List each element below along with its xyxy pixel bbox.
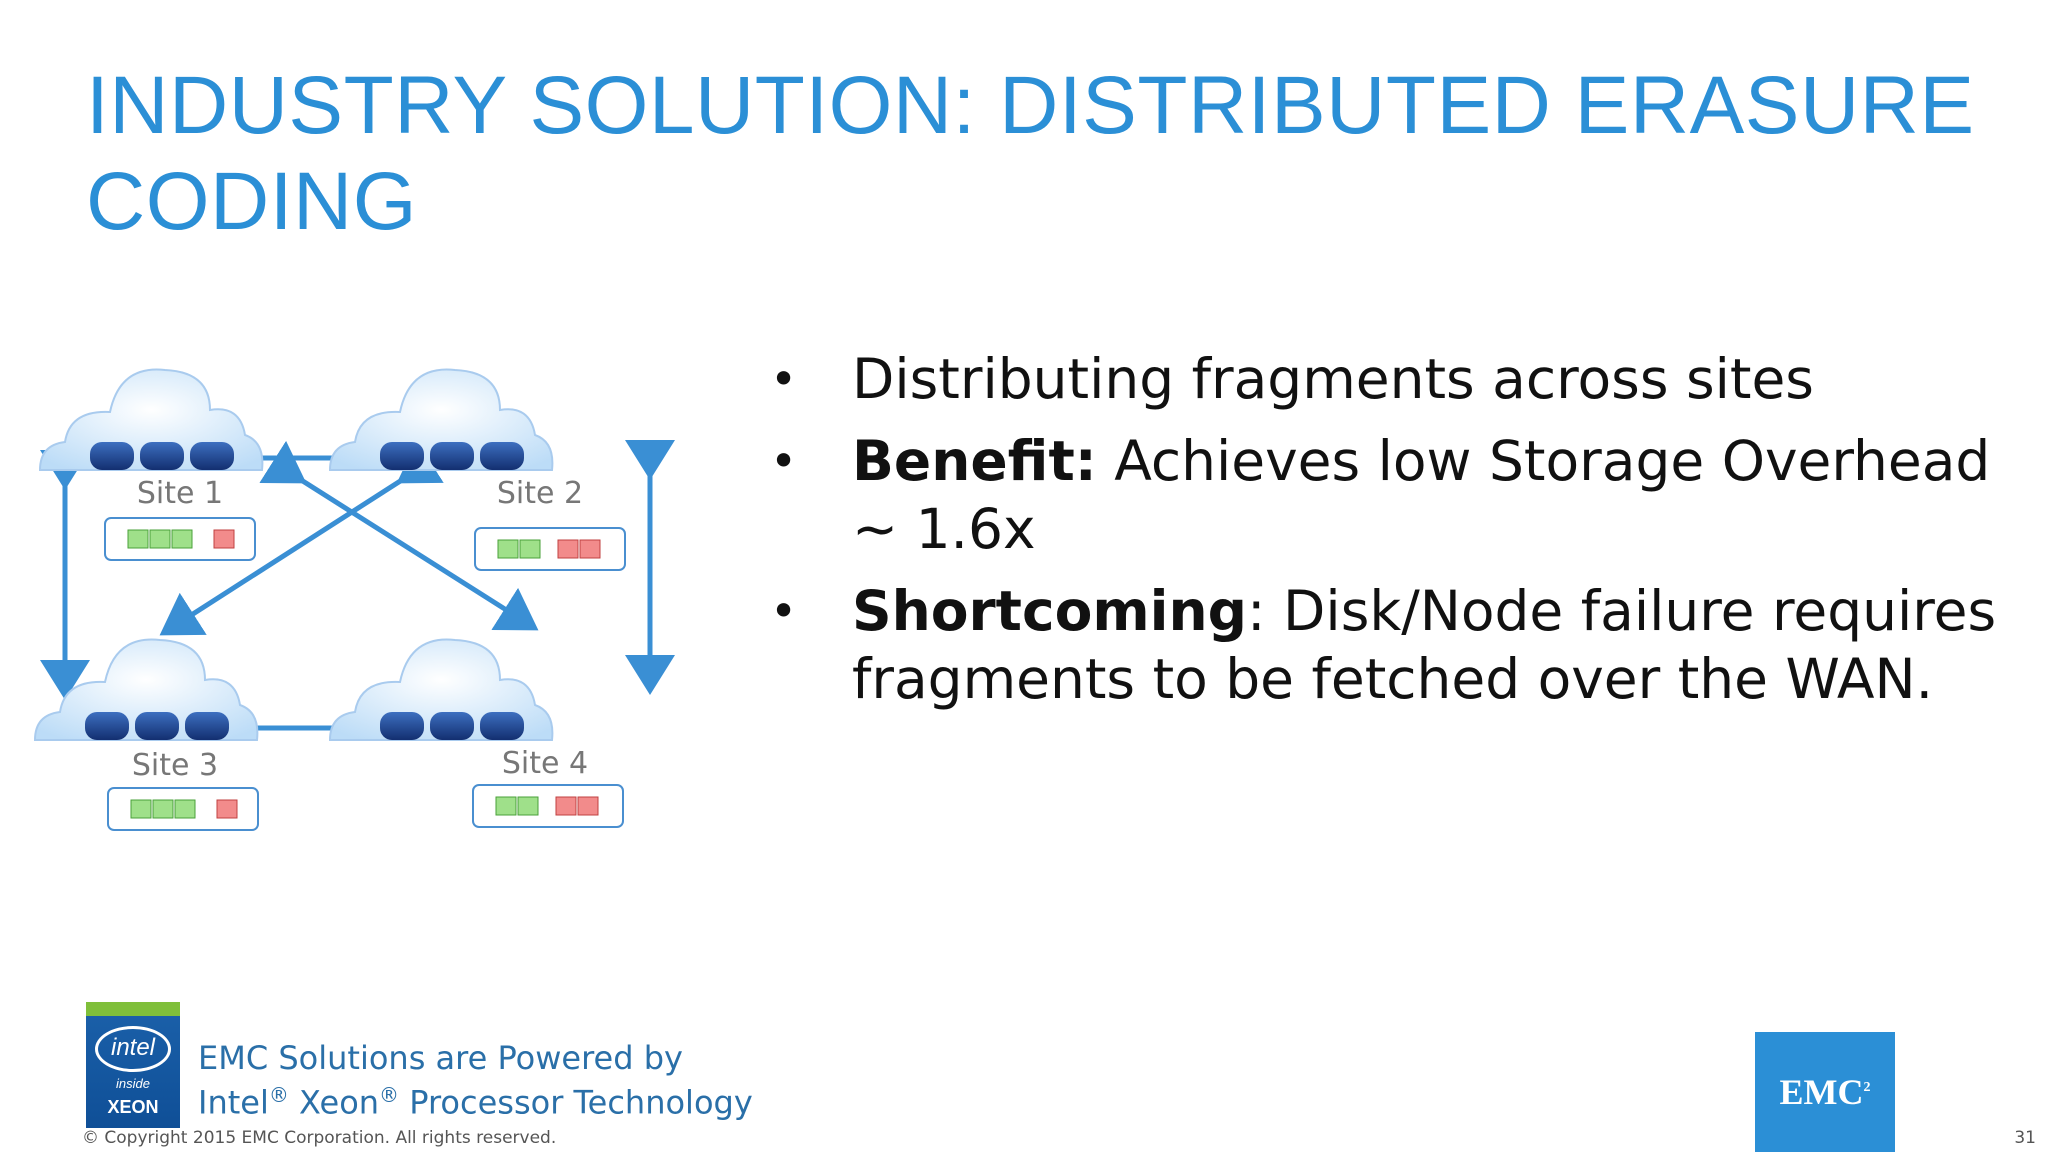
- site-label: Site 4: [502, 746, 588, 781]
- site-3: Site 3: [33, 638, 259, 831]
- disk-stack-icon: [380, 712, 524, 740]
- fragment-row: [130, 799, 238, 819]
- slide-title: INDUSTRY SOLUTION: DISTRIBUTED ERASURE C…: [86, 60, 1975, 247]
- bullet-bold: Shortcoming: [852, 579, 1248, 643]
- fragment-row: [127, 529, 235, 549]
- bullet-dot: •: [770, 434, 798, 488]
- bullet-text: : Disk/Node failure requires fragments t…: [852, 579, 1997, 711]
- bullet-item: • Distributing fragments across sites: [760, 345, 2020, 413]
- intel-xeon-text: XEON: [107, 1097, 159, 1117]
- powered-line-2: Intel® Xeon® Processor Technology: [198, 1083, 753, 1122]
- bullet-text: Distributing fragments across sites: [852, 347, 1814, 411]
- intel-ring: intel: [95, 1026, 171, 1072]
- powered-line-1: EMC Solutions are Powered by: [198, 1039, 683, 1077]
- intel-inside-text: inside: [116, 1076, 150, 1091]
- bullet-dot: •: [770, 352, 798, 406]
- fragment-box: [472, 784, 624, 828]
- site-label: Site 2: [497, 476, 583, 511]
- distributed-erasure-diagram: Site 1 Site 2: [33, 368, 675, 831]
- arrow-site1-site4: [259, 440, 539, 631]
- site-1: Site 1: [38, 368, 264, 561]
- bullet-item: • Shortcoming: Disk/Node failure require…: [760, 577, 2020, 713]
- page-number: 31: [2014, 1128, 2036, 1148]
- intel-logo: intel inside XEON: [86, 1002, 180, 1128]
- copyright: © Copyright 2015 EMC Corporation. All ri…: [82, 1128, 557, 1148]
- disk-stack-icon: [90, 442, 234, 470]
- bullet-text: Achieves low Storage Overhead ~ 1.6x: [852, 429, 1991, 561]
- bullet-item: • Benefit: Achieves low Storage Overhead…: [760, 427, 2020, 563]
- fragment-row: [495, 796, 599, 816]
- bullet-dot: •: [770, 584, 798, 638]
- disk-stack-icon: [380, 442, 524, 470]
- bullet-bold: Benefit:: [852, 429, 1097, 493]
- fragment-box: [474, 527, 626, 571]
- bullet-list: • Distributing fragments across sites • …: [760, 345, 2020, 727]
- site-label: Site 3: [132, 748, 218, 783]
- fragment-row: [497, 539, 601, 559]
- site-4: Site 4: [328, 638, 624, 828]
- emc-logo: EMC2: [1755, 1032, 1895, 1152]
- disk-stack-icon: [85, 712, 229, 740]
- powered-by-text: EMC Solutions are Powered by Intel® Xeon…: [198, 1040, 753, 1122]
- site-label: Site 1: [137, 476, 223, 511]
- site-2: Site 2: [328, 368, 626, 571]
